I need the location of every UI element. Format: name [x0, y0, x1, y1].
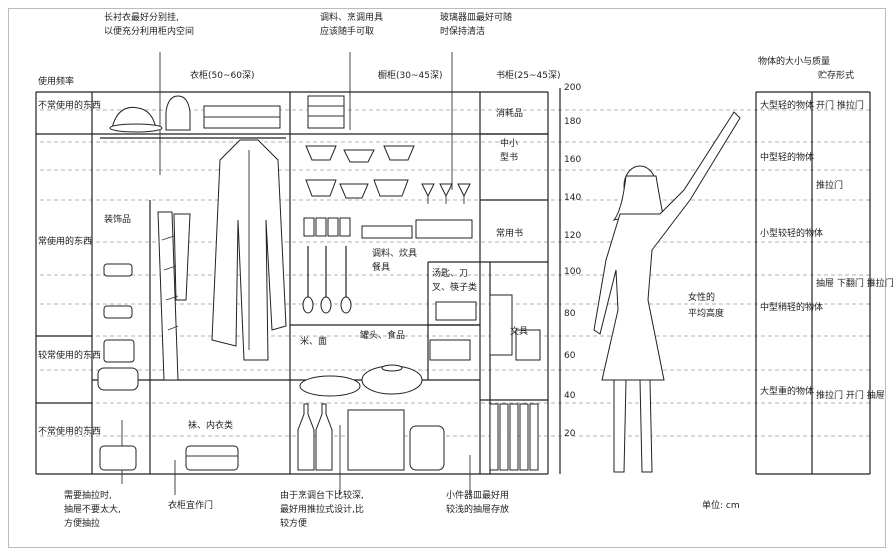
- tick-120: 120: [564, 231, 581, 241]
- glass-note-line-2: 时保持清洁: [440, 25, 485, 37]
- tick-20: 20: [564, 429, 576, 439]
- glass-storage-note-1: 小件器皿最好用: [446, 489, 509, 501]
- ties-icon: [157, 211, 191, 381]
- tick-60: 60: [564, 351, 576, 361]
- cabinet-note-line-2: 应该随手可取: [320, 25, 374, 37]
- cutlery-label-2: 叉、筷子类: [432, 281, 477, 293]
- cutlery-tray-icon: [429, 294, 541, 361]
- size-row-1: 大型轻的物体: [760, 99, 814, 111]
- frequency-row-1: 不常使用的东西: [38, 99, 101, 111]
- drawer-note-1: 需要抽拉时,: [64, 489, 112, 501]
- size-header: 物体的大小与质量: [758, 55, 830, 67]
- wine-glasses-icon: [421, 183, 471, 204]
- top-annotations: 长衬衣最好分别挂, 以便充分利用柜内空间 调料、烹调用具 应该随手可取 玻璃器皿…: [104, 11, 512, 37]
- frequency-row-3: 较常使用的东西: [38, 349, 101, 361]
- tick-200: 200: [564, 83, 581, 93]
- common-books-label: 常用书: [496, 227, 523, 239]
- closet-door-note: 衣柜宜作门: [168, 499, 213, 511]
- bottles-icon: [297, 403, 445, 471]
- unit-note: 单位: cm: [702, 499, 740, 511]
- size-row-5: 大型重的物体: [760, 385, 814, 397]
- tick-180: 180: [564, 117, 581, 127]
- glass-storage-note-2: 较浅的抽屉存放: [446, 503, 509, 515]
- size-row-2: 中型轻的物体: [760, 151, 814, 163]
- tick-80: 80: [564, 309, 576, 319]
- cabinet-labels: 调料、炊具 餐具 汤匙、刀 叉、筷子类 米、面 罐头、食品 文具: [300, 247, 528, 347]
- frequency-row-4: 不常使用的东西: [38, 425, 101, 437]
- glass-note-line-1: 玻璃器皿最好可随: [440, 11, 512, 23]
- small-books-label-1: 中小: [500, 137, 518, 149]
- storage-grid: [35, 91, 871, 475]
- rice-label: 米、面: [300, 335, 327, 347]
- form-row-3: 抽屉 下翻门 推拉门: [816, 277, 894, 289]
- cabinet-header: 橱柜(30~45深): [378, 69, 442, 81]
- cans-label: 罐头、食品: [360, 329, 405, 341]
- closet-note-line-1: 长衬衣最好分别挂,: [104, 11, 179, 23]
- frequency-row-2: 常使用的东西: [38, 235, 92, 247]
- cabinet-note-line-1: 调料、烹调用具: [320, 11, 383, 23]
- closet-labels: 装饰品 袜、内衣类: [104, 213, 233, 431]
- coat-icon: [211, 139, 287, 361]
- diagram-frame: [8, 8, 886, 548]
- utensils-icon: [302, 246, 352, 314]
- woman-figure-icon: [593, 111, 741, 473]
- tick-100: 100: [564, 267, 581, 277]
- form-row-2: 推拉门: [816, 179, 843, 191]
- spice-jars-icon: [303, 217, 473, 239]
- cutlery-label-1: 汤匙、刀: [432, 268, 468, 279]
- hats-and-bags-icon: [109, 95, 281, 133]
- lower-cabinet-note-1: 由于烹调台下比较深,: [280, 489, 364, 501]
- tick-160: 160: [564, 155, 581, 165]
- frequency-header: 使用频率: [38, 75, 74, 87]
- frequency-rows: 不常使用的东西 常使用的东西 较常使用的东西 不常使用的东西: [38, 99, 101, 437]
- bottom-notes: 需要抽拉时, 抽屉不要太大, 方便抽拉 衣柜宜作门 由于烹调台下比较深, 最好用…: [64, 489, 740, 529]
- drawer-note-2: 抽屉不要太大,: [64, 503, 121, 515]
- size-column: 大型轻的物体 中型轻的物体 小型较轻的物体 中型稍轻的物体 大型重的物体: [760, 99, 823, 397]
- books-icon: [489, 403, 539, 471]
- section-headers: 使用频率 衣柜(50~60深) 橱柜(30~45深) 书柜(25~45深) 物体…: [38, 55, 854, 87]
- lower-cabinet-note-2: 最好用推拉式设计,比: [280, 503, 364, 515]
- person-label-2: 平均高度: [688, 307, 724, 319]
- tick-140: 140: [564, 193, 581, 203]
- closet-note-line-2: 以便充分利用柜内空间: [104, 25, 194, 37]
- size-row-3: 小型较轻的物体: [760, 227, 823, 239]
- shelf-labels: 消耗品 中小 型书 常用书: [496, 107, 523, 239]
- size-row-4: 中型稍轻的物体: [760, 301, 823, 313]
- folded-items-icon: [97, 263, 239, 471]
- consumables-label: 消耗品: [496, 107, 523, 119]
- seasoning-label-2: 餐具: [372, 261, 390, 273]
- stacked-bowls-icon: [305, 95, 415, 199]
- callout-lines: [121, 52, 471, 495]
- pots-icon: [299, 364, 423, 397]
- seasoning-label-1: 调料、炊具: [372, 247, 417, 259]
- tick-40: 40: [564, 391, 576, 401]
- lower-cabinet-note-3: 较方便: [280, 517, 307, 529]
- drawer-note-3: 方便抽拉: [64, 517, 100, 529]
- form-column: 开门 推拉门 推拉门 抽屉 下翻门 推拉门 推拉门 开门 抽屉: [816, 99, 894, 401]
- form-row-4: 推拉门 开门 抽屉: [816, 389, 885, 401]
- underwear-label: 袜、内衣类: [188, 419, 233, 431]
- tableware-label: 文具: [510, 325, 528, 337]
- small-books-label-2: 型书: [500, 152, 518, 163]
- form-header: 贮存形式: [818, 69, 854, 81]
- shelf-header: 书柜(25~45深): [496, 69, 560, 81]
- closet-header: 衣柜(50~60深): [190, 69, 254, 81]
- form-row-1: 开门 推拉门: [816, 99, 864, 111]
- accessories-label: 装饰品: [104, 213, 131, 225]
- person-label-1: 女性的: [688, 291, 715, 303]
- height-ticks: 200 180 160 140 120 100 80 60 40 20 女性的 …: [564, 83, 724, 439]
